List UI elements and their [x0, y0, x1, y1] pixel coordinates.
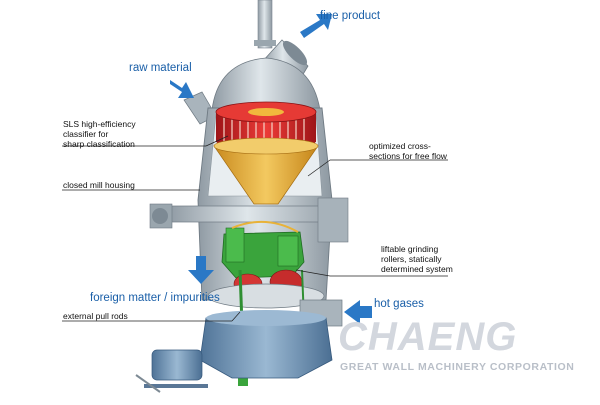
- fine-product-arrow: [300, 14, 332, 38]
- raw-material-arrow: [170, 80, 194, 98]
- label-classifier: SLS high-efficiency classifier for sharp…: [63, 119, 136, 149]
- drive-motor: [151, 349, 203, 381]
- foreign-matter-arrow: [188, 256, 214, 284]
- mill-dome: [211, 57, 321, 111]
- label-foreign-matter: foreign matter / impurities: [90, 292, 220, 304]
- mill-base: [199, 317, 333, 379]
- watermark-corporation: GREAT WALL MACHINERY CORPORATION: [340, 361, 575, 373]
- watermark-brand: CHAENG: [338, 315, 518, 359]
- hot-gases-arrow: [344, 300, 372, 324]
- label-cross-sections: optimized cross- sections for free flow: [369, 141, 447, 161]
- label-raw-material: raw material: [129, 62, 192, 74]
- flow-arrows: [170, 14, 372, 324]
- label-hot-gases: hot gases: [374, 298, 424, 310]
- feed-pipe: [257, 0, 273, 49]
- label-housing: closed mill housing: [63, 180, 135, 190]
- drive-arm: [167, 205, 345, 223]
- label-fine-product: fine product: [320, 10, 381, 22]
- leader-lines: [62, 135, 448, 322]
- label-pull-rods: external pull rods: [63, 311, 128, 321]
- grinding-table: [207, 283, 325, 309]
- label-rollers: liftable grinding rollers, statically de…: [381, 244, 453, 274]
